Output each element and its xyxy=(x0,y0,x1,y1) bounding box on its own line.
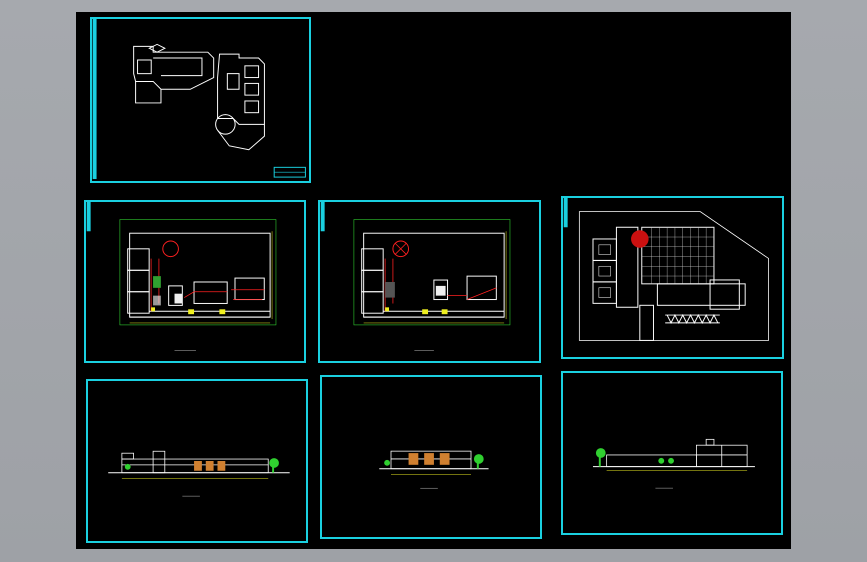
site-plan-drawing xyxy=(92,19,306,180)
sheet-floor-plan-1[interactable] xyxy=(84,200,306,363)
elevation-2-drawing xyxy=(379,450,489,489)
roof-plan-drawing xyxy=(563,198,769,341)
floor-plan-1-drawing xyxy=(86,202,277,351)
sheet-floor-plan-2[interactable] xyxy=(318,200,541,363)
elevation-3-drawing xyxy=(592,438,755,489)
sheet-elevation-2[interactable] xyxy=(320,375,542,539)
elevation-1-drawing xyxy=(108,450,290,497)
sheet-elevation-1[interactable] xyxy=(86,379,308,543)
cad-drawing-viewport[interactable] xyxy=(76,12,791,549)
sheet-site-plan[interactable] xyxy=(90,17,311,183)
sheet-roof-plan[interactable] xyxy=(561,196,784,359)
floor-plan-2-drawing xyxy=(320,202,511,351)
sheet-elevation-3[interactable] xyxy=(561,371,783,535)
